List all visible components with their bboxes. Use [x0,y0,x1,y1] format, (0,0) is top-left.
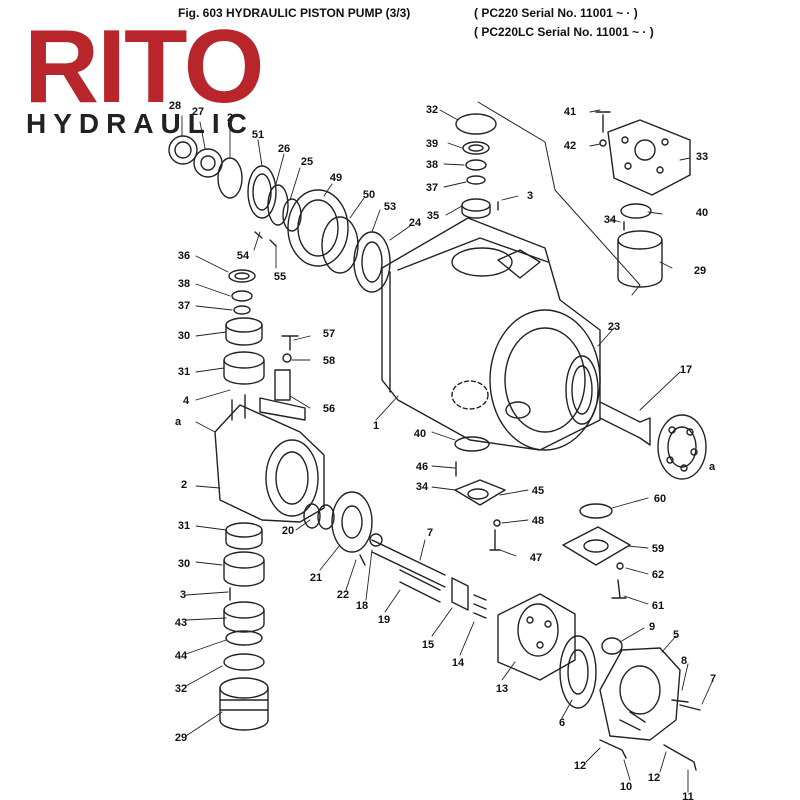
part-label: 34 [604,214,617,226]
part-label: 37 [426,182,438,194]
part-label: 61 [652,600,664,612]
part-label: 43 [175,617,187,629]
part-label: 29 [175,732,187,744]
part-label: 23 [608,321,620,333]
part-label: 28 [169,100,181,112]
part-label: 15 [422,639,434,651]
part-label: 30 [178,330,190,342]
part-label: 54 [237,250,250,262]
part-label: 21 [310,572,322,584]
part-label: 35 [427,210,439,222]
part-label: 10 [620,781,632,793]
part-label: 60 [654,493,666,505]
brand-subtitle: HYDRAULIC [26,108,254,139]
part-label: 32 [175,683,187,695]
part-label: 7 [427,527,433,539]
part-label: 44 [175,650,188,662]
part-label: 3 [527,190,533,202]
part-label: 58 [323,355,335,367]
part-label: 7 [710,673,716,685]
serial-line-2: ( PC220LC Serial No. 11001 ~ · ) [474,25,654,39]
part-label: 5 [673,629,679,641]
part-label: 31 [178,520,190,532]
serial-line-1: ( PC220 Serial No. 11001 ~ · ) [474,6,638,20]
part-label: 38 [178,278,190,290]
part-label: 8 [681,655,687,667]
part-label: 27 [192,106,204,118]
part-label: 29 [694,265,706,277]
part-label: 38 [426,159,438,171]
part-label: 57 [323,328,335,340]
part-label: 2 [181,479,187,491]
part-label: 12 [648,772,660,784]
part-label: 30 [178,558,190,570]
part-label: 26 [278,143,290,155]
part-label: 25 [301,156,313,168]
part-label: 14 [452,657,465,669]
part-label: 40 [414,428,426,440]
part-label: 17 [680,364,692,376]
part-label: 62 [652,569,664,581]
part-label: 6 [559,717,565,729]
part-label: 36 [178,250,190,262]
part-label: 13 [496,683,508,695]
part-label: 4 [183,395,190,407]
part-label: 49 [330,172,342,184]
pump-housing [381,217,601,451]
part-label: 34 [416,481,429,493]
figure-title: Fig. 603 HYDRAULIC PISTON PUMP (3/3) [178,6,411,20]
part-label: 33 [696,151,708,163]
part-label: 39 [426,138,438,150]
part-label: 51 [252,129,264,141]
part-label: a [175,416,182,428]
part-label: 40 [696,207,708,219]
part-label: 2 [227,112,233,124]
part-label: 37 [178,300,190,312]
brand-logo: RITO [24,9,265,125]
part-label: 9 [649,621,655,633]
part-label: 32 [426,104,438,116]
part-label: 42 [564,140,576,152]
part-label: 53 [384,201,396,213]
part-label: 12 [574,760,586,772]
part-label: 55 [274,271,286,283]
part-label: 31 [178,366,190,378]
part-label: 24 [409,217,422,229]
part-label: 19 [378,614,390,626]
part-label: 20 [282,525,294,537]
part-label: 46 [416,461,428,473]
part-label: 48 [532,515,544,527]
part-label: a [709,461,716,473]
part-label: 22 [337,589,349,601]
part-label: 41 [564,106,576,118]
part-label: 11 [682,791,694,800]
part-label: 50 [363,189,375,201]
part-label: 59 [652,543,664,555]
end-cover [214,404,325,523]
part-label: 56 [323,403,335,415]
part-label: 18 [356,600,368,612]
part-label: 45 [532,485,544,497]
part-label: 47 [530,552,542,564]
part-label: 1 [373,420,379,432]
part-label: 3 [180,589,186,601]
